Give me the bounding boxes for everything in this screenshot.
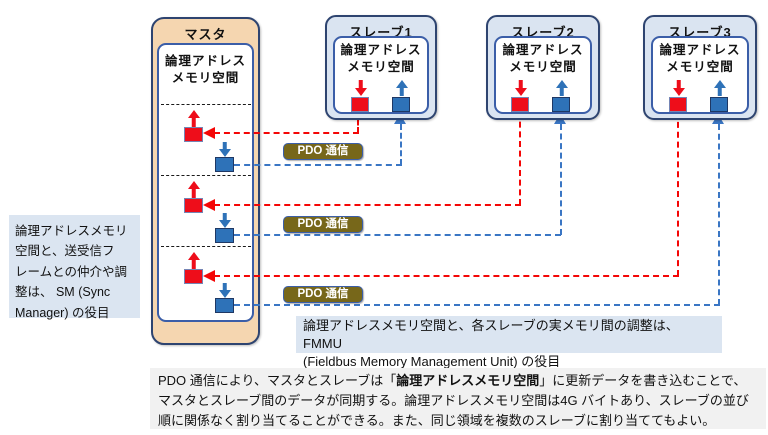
master-red-cell bbox=[184, 269, 203, 284]
master-blue-cell bbox=[215, 157, 234, 172]
blue-down-arrow-icon bbox=[218, 213, 231, 228]
red-down-arrow-icon bbox=[354, 80, 367, 96]
blue-down-arrow-icon bbox=[218, 142, 231, 157]
red-down-arrow-icon bbox=[514, 80, 527, 96]
master-red-cell bbox=[184, 198, 203, 213]
blue-dashed-line bbox=[559, 124, 562, 235]
slave2-blue-cell bbox=[552, 97, 570, 112]
blue-dashed-line bbox=[717, 124, 720, 305]
description-line-1: PDO 通信により、マスタとスレーブは「論理アドレスメモリ空間」に更新データを書… bbox=[158, 373, 747, 388]
master-memory-label: 論理アドレス メモリ空間 bbox=[164, 54, 246, 85]
description-note: PDO 通信により、マスタとスレーブは「論理アドレスメモリ空間」に更新データを書… bbox=[150, 368, 766, 429]
blue-up-arrow-icon bbox=[555, 80, 568, 96]
slave3-memory-label: 論理アドレス メモリ空間 bbox=[659, 43, 741, 74]
master-red-cell bbox=[184, 127, 203, 142]
red-dashed-line bbox=[214, 275, 679, 277]
blue-down-arrow-icon bbox=[218, 283, 231, 298]
red-dashed-line bbox=[214, 204, 521, 206]
blue-dashed-line bbox=[399, 124, 402, 165]
memory-section-divider bbox=[161, 175, 251, 176]
master-blue-cell bbox=[215, 228, 234, 243]
slave3-blue-cell bbox=[710, 97, 728, 112]
description-line-2: マスタとスレーブ間のデータが同期する。論理アドレスメモリ空間は4G バイトあり、… bbox=[158, 393, 749, 408]
pdo-comm-label: PDO 通信 bbox=[283, 286, 363, 303]
slave3-memory-box bbox=[651, 36, 749, 114]
red-arrowhead-icon bbox=[203, 270, 215, 282]
slave1-red-cell bbox=[351, 97, 369, 112]
fmmu-role-note: 論理アドレスメモリ空間と、各スレーブの実メモリ間の調整は、 FMMU (Fiel… bbox=[296, 316, 722, 369]
red-dashed-line bbox=[518, 112, 521, 205]
slave2-memory-box bbox=[494, 36, 592, 114]
blue-dashed-line bbox=[234, 164, 402, 166]
red-up-arrow-icon bbox=[187, 110, 200, 127]
slave1-memory-label: 論理アドレス メモリ空間 bbox=[340, 43, 422, 74]
pdo-comm-label: PDO 通信 bbox=[283, 143, 363, 160]
blue-dashed-line bbox=[234, 234, 561, 236]
red-down-arrow-icon bbox=[672, 80, 685, 96]
red-dashed-line bbox=[214, 132, 359, 134]
memory-section-divider bbox=[161, 104, 251, 105]
red-dashed-line bbox=[357, 112, 359, 133]
memory-section-divider bbox=[161, 246, 251, 247]
master-title: マスタ bbox=[184, 27, 227, 42]
red-arrowhead-icon bbox=[203, 127, 215, 139]
slave2-red-cell bbox=[511, 97, 529, 112]
red-up-arrow-icon bbox=[187, 181, 200, 198]
blue-up-arrow-icon bbox=[395, 80, 408, 96]
red-up-arrow-icon bbox=[187, 252, 200, 269]
sm-role-note: 論理アドレスメモリ 空間と、送受信フ レームとの仲介や調 整は、 SM (Syn… bbox=[9, 215, 140, 320]
description-line-3: 順に関係なく割り当てることができる。また、同じ領域を複数のスレーブに割り当てても… bbox=[158, 413, 716, 428]
slave1-memory-box bbox=[333, 36, 429, 114]
red-arrowhead-icon bbox=[203, 199, 215, 211]
slave2-memory-label: 論理アドレス メモリ空間 bbox=[502, 43, 584, 74]
slave3-red-cell bbox=[669, 97, 687, 112]
slave1-blue-cell bbox=[392, 97, 410, 112]
blue-up-arrow-icon bbox=[713, 80, 726, 96]
red-dashed-line bbox=[676, 112, 679, 276]
pdo-comm-label: PDO 通信 bbox=[283, 216, 363, 233]
blue-dashed-line bbox=[234, 304, 720, 306]
master-blue-cell bbox=[215, 298, 234, 313]
